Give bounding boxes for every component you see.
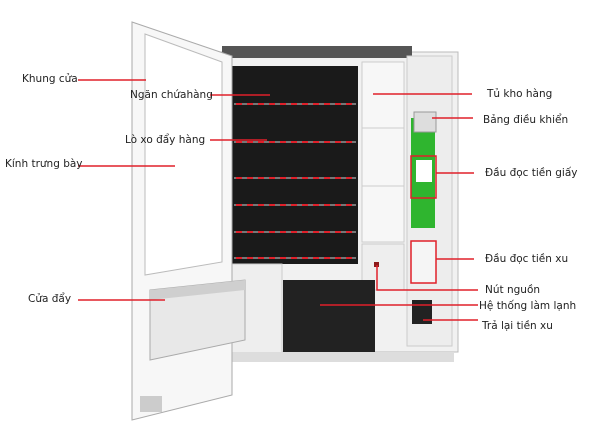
label-product-compartment: Ngăn chứahàng bbox=[130, 89, 213, 101]
coin-return bbox=[412, 300, 432, 324]
label-push-spring: Lò xo đẩy hàng bbox=[125, 134, 206, 146]
label-storage-cabinet: Tủ kho hàng bbox=[487, 88, 553, 100]
display-glass bbox=[144, 33, 223, 276]
label-push-door: Cửa đẩy bbox=[28, 293, 72, 305]
callout-lines bbox=[78, 79, 478, 321]
label-coin-return: Trả lại tiền xu bbox=[482, 320, 553, 332]
shelves bbox=[234, 103, 356, 259]
label-bill-acceptor: Đầu đọc tiền giấy bbox=[485, 167, 578, 179]
cabinet-top bbox=[222, 46, 412, 58]
cooling-compartment bbox=[283, 280, 375, 355]
label-power-button: Nút nguồn bbox=[485, 284, 541, 296]
storage-cabinet bbox=[361, 61, 405, 243]
label-display-glass: Kính trưng bày bbox=[5, 158, 83, 170]
control-panel bbox=[413, 111, 437, 133]
power-button bbox=[374, 262, 379, 267]
label-coin-acceptor: Đầu đọc tiền xu bbox=[485, 253, 569, 265]
label-control-panel: Bảng điều khiển bbox=[483, 114, 569, 126]
label-door-frame: Khung cửa bbox=[22, 73, 78, 85]
label-cooling-system: Hệ thống làm lạnh bbox=[479, 300, 577, 312]
